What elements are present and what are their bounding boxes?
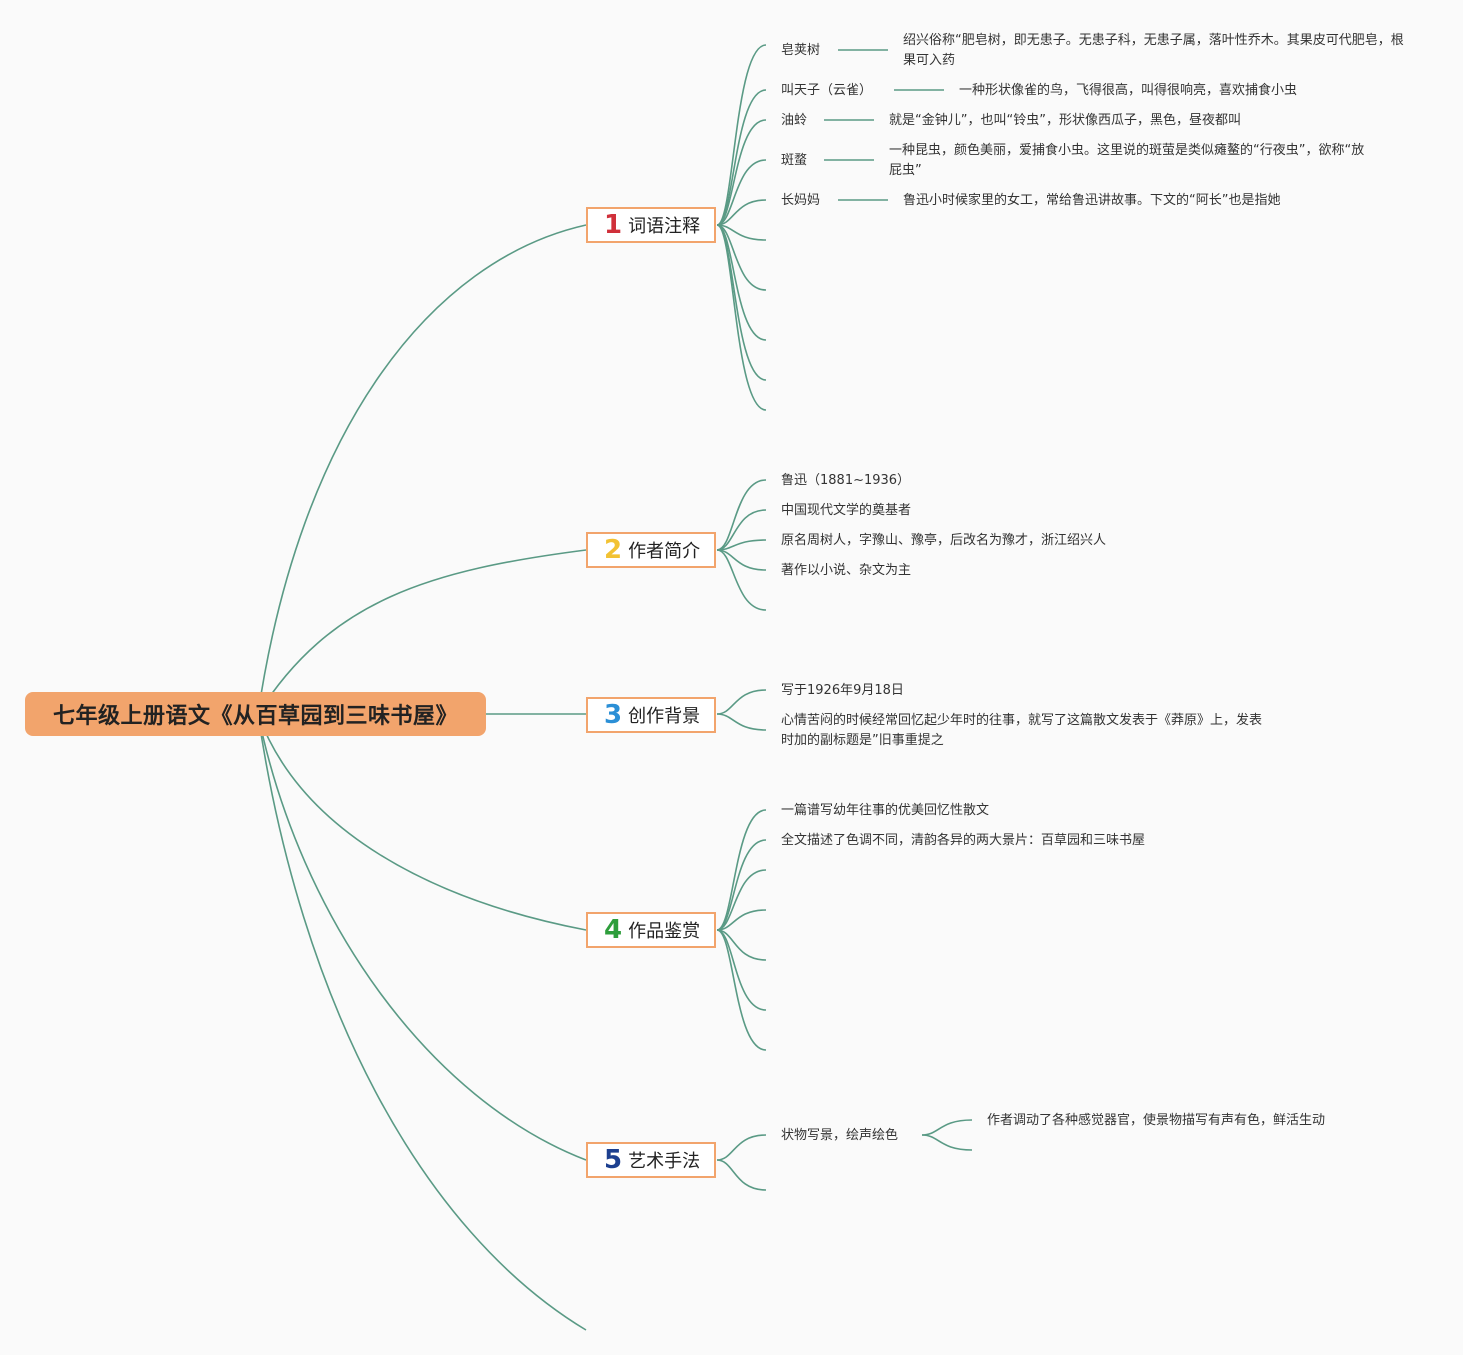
number-two-icon: 2: [604, 535, 623, 565]
root-to-branch-1: [257, 224, 587, 715]
branch-4-connector-1: [716, 839, 767, 931]
background-item[interactable]: 心情苦闷的时候经常回忆起少年时的往事，就写了这篇散文发表于《莽原》上，发表时加的…: [781, 713, 1263, 748]
branch-2-connector-3: [716, 549, 767, 571]
technique-item[interactable]: 状物写景，绘声绘色: [781, 1128, 899, 1143]
branch-1-connector-2: [716, 119, 767, 226]
term-word[interactable]: 油蛉: [781, 113, 808, 128]
term-meaning[interactable]: 就是“金钟儿”，也叫“铃虫”，形状像西瓜子，黑色，昼夜都叫: [889, 113, 1241, 128]
branch-label: 作者简介: [628, 541, 701, 562]
number-one-icon: 1: [604, 210, 623, 240]
branch-label: 作品鉴赏: [628, 921, 701, 942]
branch-1-connector-0: [716, 44, 767, 226]
branch-5-connector-0: [716, 1134, 767, 1161]
background-item[interactable]: 写于1926年9月18日: [781, 683, 904, 698]
branch-technique[interactable]: 5 艺术手法: [586, 1142, 716, 1178]
root-to-branch-5: [257, 713, 587, 1161]
branch-author-intro[interactable]: 2 作者简介: [586, 532, 716, 568]
term-meaning[interactable]: 鲁迅小时候家里的女工，常给鲁迅讲故事。下文的“阿长”也是指她: [903, 193, 1281, 208]
branch-4-connector-0: [716, 809, 767, 931]
term-word[interactable]: 叫天子（云雀）: [781, 83, 873, 98]
branch-1-connector-3: [716, 159, 767, 226]
number-three-icon: 3: [604, 700, 623, 730]
root-to-branch-2: [257, 549, 587, 715]
technique-connector: [921, 1134, 973, 1151]
branch-4-connector-3: [716, 909, 767, 931]
branch-2-connector-4: [716, 549, 767, 611]
branch-4-connector-6: [716, 929, 767, 1051]
author-item[interactable]: 原名周树人，字豫山、豫亭，后改名为豫才，浙江绍兴人: [781, 533, 1107, 548]
branch-1-connector-9: [716, 224, 767, 411]
term-word[interactable]: 斑蝥: [781, 153, 808, 168]
branch-3-connector-1: [716, 713, 767, 731]
technique-connector: [921, 1119, 973, 1136]
branch-label: 创作背景: [628, 706, 701, 727]
branch-1-connector-4: [716, 199, 767, 226]
branch-label: 词语注释: [628, 216, 701, 237]
term-meaning[interactable]: 绍兴俗称“肥皂树，即无患子。无患子科，无患子属，落叶性乔木。其果皮可代肥皂，根果…: [903, 33, 1404, 68]
appreciation-item[interactable]: 一篇谱写幼年往事的优美回忆性散文: [781, 803, 990, 818]
number-four-icon: 4: [604, 915, 623, 945]
term-meaning[interactable]: 一种形状像雀的鸟，飞得很高，叫得很响亮，喜欢捕食小虫: [959, 83, 1298, 98]
branch-1-connector-7: [716, 224, 767, 341]
branch-background[interactable]: 3 创作背景: [586, 697, 716, 733]
branch-label: 艺术手法: [628, 1151, 701, 1172]
branch-4-connector-5: [716, 929, 767, 1011]
branch-word-notes[interactable]: 1 词语注释: [586, 207, 716, 243]
root-to-empty-branch: [257, 713, 587, 1331]
branch-2-connector-0: [716, 479, 767, 551]
appreciation-item[interactable]: 全文描述了色调不同，清韵各异的两大景片：百草园和三味书屋: [781, 833, 1146, 848]
author-item[interactable]: 中国现代文学的奠基者: [781, 503, 912, 518]
branch-1-connector-1: [716, 89, 767, 226]
technique-detail[interactable]: 作者调动了各种感觉器官，使景物描写有声有色，鲜活生动: [987, 1113, 1326, 1128]
number-five-icon: 5: [604, 1145, 623, 1175]
term-word[interactable]: 皂荚树: [781, 43, 821, 58]
root-to-branch-4: [257, 713, 587, 931]
branch-3-connector-0: [716, 689, 767, 715]
term-word[interactable]: 长妈妈: [781, 193, 821, 208]
branch-1-connector-6: [716, 224, 767, 291]
author-item[interactable]: 鲁迅（1881~1936）: [781, 473, 911, 488]
branch-4-connector-2: [716, 869, 767, 931]
author-item[interactable]: 著作以小说、杂文为主: [781, 563, 912, 578]
branch-appreciation[interactable]: 4 作品鉴赏: [586, 912, 716, 948]
branch-4-connector-4: [716, 929, 767, 961]
branch-5-connector-1: [716, 1159, 767, 1191]
root-topic[interactable]: 七年级上册语文《从百草园到三味书屋》: [25, 692, 486, 736]
term-meaning[interactable]: 一种昆虫，颜色美丽，爱捕食小虫。这里说的斑萤是类似瘫鳌的“行夜虫”，欲称“放屁虫…: [889, 143, 1365, 178]
